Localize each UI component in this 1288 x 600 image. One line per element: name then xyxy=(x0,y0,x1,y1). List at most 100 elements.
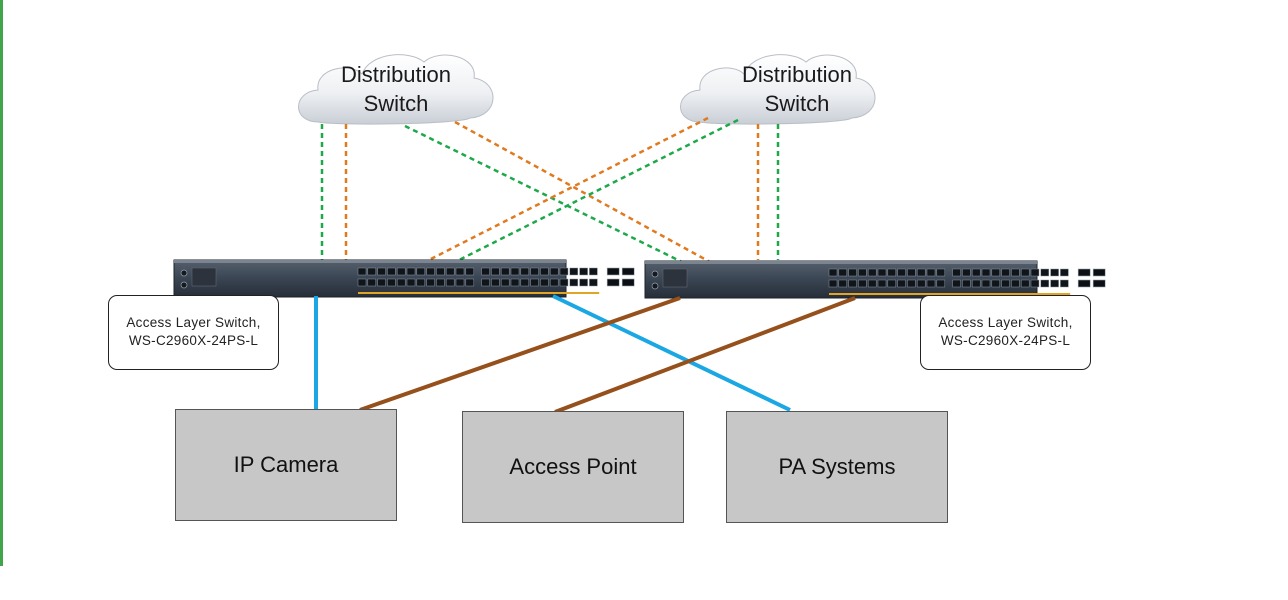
access-switch-2-port-1-1 xyxy=(838,279,848,288)
left-edge-border xyxy=(0,0,3,566)
access-switch-1-port-1-20 xyxy=(559,278,569,287)
access-switch-1-port-0-9 xyxy=(445,267,455,276)
access-switch-2-port-0-6 xyxy=(887,268,897,277)
access-switch-2-port-0-16 xyxy=(991,268,1001,277)
access-switch-1-port-1-1 xyxy=(367,278,377,287)
access-switch-2-top-edge xyxy=(645,261,1037,264)
access-switch-1-port-0-19 xyxy=(549,267,559,276)
access-switch-2-console-port-1 xyxy=(651,282,659,290)
access-switch-1-port-1-17 xyxy=(530,278,539,287)
access-switch-1 xyxy=(173,259,635,298)
access-switch-2-port-1-3 xyxy=(858,279,867,288)
device-ip-camera: IP Camera xyxy=(175,409,397,521)
device-pa-systems: PA Systems xyxy=(726,411,948,523)
access-switch-2-port-0-4 xyxy=(867,268,877,277)
access-switch-1-port-1-22 xyxy=(579,278,588,287)
access-switch-2-port-1-21 xyxy=(1040,279,1050,288)
access-switch-1-port-0-10 xyxy=(455,267,465,276)
link-brown-switch2-access-point xyxy=(554,296,856,414)
uplink-links xyxy=(320,116,780,264)
access-switch-2-port-0-2 xyxy=(848,268,857,277)
access-switch-2-port-0-15 xyxy=(981,268,991,277)
access-switch-1-port-0-20 xyxy=(559,267,569,276)
uplink-green-cloud2-switch1 xyxy=(454,118,739,264)
access-switch-2-port-0-22 xyxy=(1050,268,1059,277)
access-switch-2-port-0-9 xyxy=(916,268,926,277)
distribution-switch-cloud-1 xyxy=(298,54,494,125)
access-switch-2-port-0-3 xyxy=(858,268,867,277)
access-switch-1-port-1-19 xyxy=(549,278,559,287)
access-switch-1-port-0-18 xyxy=(540,267,549,276)
access-switch-1-port-0-13 xyxy=(491,267,500,276)
uplink-orange-cloud2-switch1 xyxy=(424,116,709,264)
distribution-switch-cloud-2 xyxy=(680,54,876,125)
access-switch-1-sfp-1-1 xyxy=(621,278,635,287)
access-switch-1-port-1-11 xyxy=(465,278,475,287)
access-switch-1-console-port-1 xyxy=(180,281,188,289)
access-switch-1-port-0-12 xyxy=(481,267,490,276)
access-switch-2-port-0-14 xyxy=(971,268,981,277)
access-switch-2-sfp-0-0 xyxy=(1077,268,1091,277)
access-switch-2-port-1-20 xyxy=(1030,279,1040,288)
access-switch-2-port-1-12 xyxy=(952,279,961,288)
access-switch-1-sfp-0-0 xyxy=(606,267,620,276)
access-switch-1-port-1-12 xyxy=(481,278,490,287)
access-switch-callout-2: Access Layer Switch, WS-C2960X-24PS-L xyxy=(920,295,1091,370)
access-switch-1-port-0-17 xyxy=(530,267,539,276)
access-switch-1-port-0-0 xyxy=(357,267,367,276)
access-switch-1-port-1-16 xyxy=(520,278,530,287)
access-switch-1-port-1-7 xyxy=(426,278,435,287)
access-switch-1-port-0-11 xyxy=(465,267,475,276)
access-switch-2-port-0-8 xyxy=(907,268,916,277)
access-switch-2-console-port-0 xyxy=(651,270,659,278)
access-switch-2-port-1-19 xyxy=(1020,279,1030,288)
access-switch-2-port-1-17 xyxy=(1001,279,1010,288)
access-switch-2-port-1-18 xyxy=(1011,279,1020,288)
device-links xyxy=(314,294,856,414)
access-switch-1-sfp-0-1 xyxy=(621,267,635,276)
distribution-switch-label-1: Distribution Switch xyxy=(340,62,452,116)
access-switch-1-port-0-21 xyxy=(569,267,579,276)
access-switch-2-port-1-23 xyxy=(1060,279,1069,288)
access-switch-2-port-1-6 xyxy=(887,279,897,288)
access-switch-2-port-0-7 xyxy=(897,268,906,277)
access-switch-2-port-1-7 xyxy=(897,279,906,288)
access-switch-1-chassis xyxy=(173,259,567,298)
access-switch-2-sfp-0-1 xyxy=(1092,268,1106,277)
access-switch-1-port-1-6 xyxy=(416,278,426,287)
access-switch-2-sfp-1-1 xyxy=(1092,279,1106,288)
uplink-green-cloud1-switch2 xyxy=(404,124,683,264)
access-switch-2-port-0-0 xyxy=(828,268,838,277)
access-switch-2-port-1-4 xyxy=(867,279,877,288)
access-switch-2-port-1-14 xyxy=(971,279,981,288)
access-switch-2-port-0-23 xyxy=(1060,268,1069,277)
access-switch-1-port-0-15 xyxy=(510,267,520,276)
access-switch-1-port-1-18 xyxy=(540,278,549,287)
access-switch-1-port-0-4 xyxy=(396,267,406,276)
access-switch-2-port-1-0 xyxy=(828,279,838,288)
access-switch-callout-1: Access Layer Switch, WS-C2960X-24PS-L xyxy=(108,295,279,370)
access-switch-1-port-1-2 xyxy=(377,278,386,287)
access-switch-1-port-1-4 xyxy=(396,278,406,287)
access-switch-2-poe-strip xyxy=(829,293,1071,295)
link-brown-switch2-ipcamera xyxy=(359,296,681,412)
access-switch-1-port-1-5 xyxy=(406,278,416,287)
access-switch-2-port-0-11 xyxy=(936,268,946,277)
access-switch-2-port-0-18 xyxy=(1011,268,1020,277)
access-switch-1-poe-strip xyxy=(358,292,600,294)
access-switch-1-port-0-7 xyxy=(426,267,435,276)
access-switch-1-port-1-13 xyxy=(491,278,500,287)
access-switch-2-port-0-5 xyxy=(877,268,887,277)
access-switch-2-sfp-1-0 xyxy=(1077,279,1091,288)
access-switch-1-port-0-1 xyxy=(367,267,377,276)
access-switch-2-mgmt-panel xyxy=(662,268,688,288)
uplink-orange-cloud1-switch2 xyxy=(454,120,711,264)
access-switch-2-port-0-20 xyxy=(1030,268,1040,277)
access-switch-2-chassis xyxy=(644,260,1038,299)
access-switch-1-port-0-22 xyxy=(579,267,588,276)
access-switch-2 xyxy=(644,260,1106,299)
access-switch-2-port-1-2 xyxy=(848,279,857,288)
access-switch-1-port-0-14 xyxy=(500,267,510,276)
access-switch-1-port-0-2 xyxy=(377,267,386,276)
access-switch-2-port-1-8 xyxy=(907,279,916,288)
